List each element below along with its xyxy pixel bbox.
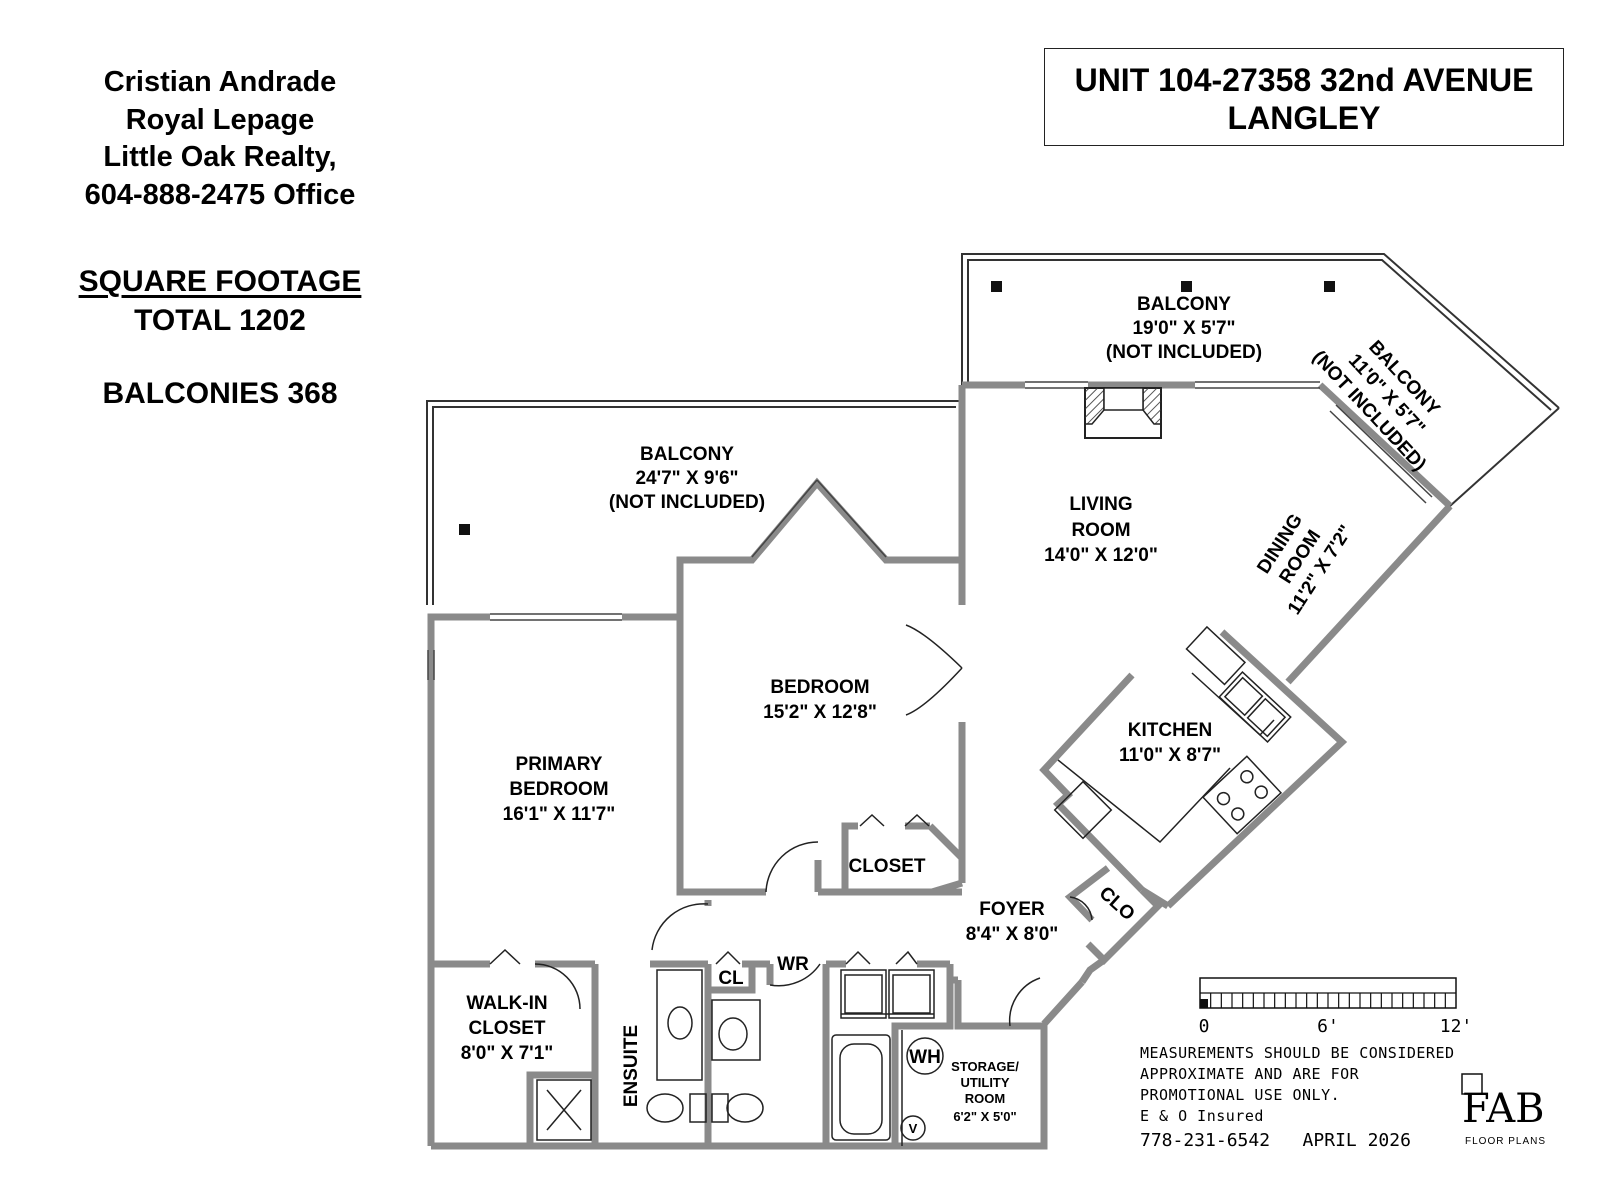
living-room-name-2: ROOM (1071, 520, 1130, 541)
disclaimer-phone-date: 778-231-6542 APRIL 2026 (1140, 1130, 1411, 1151)
living-room-name-1: LIVING (1069, 494, 1132, 515)
storage-name-1: STORAGE/ (951, 1059, 1019, 1074)
closet-name: CLOSET (848, 856, 925, 877)
wh-name: WH (909, 1047, 941, 1068)
clo-label: CLO (1095, 883, 1139, 925)
fixtures (536, 625, 1292, 1146)
address-line-2: LANGLEY (1227, 100, 1381, 136)
primary-bedroom-name-1: PRIMARY (516, 754, 603, 775)
scale-tick-12: 12' (1440, 1016, 1473, 1037)
address-box: UNIT 104-27358 32nd AVENUE LANGLEY (1044, 48, 1564, 146)
ensuite-name: ENSUITE (621, 1025, 642, 1107)
disclaimer-line-3: PROMOTIONAL USE ONLY. (1140, 1086, 1340, 1104)
logo-subtitle: FLOOR PLANS (1465, 1136, 1546, 1147)
bedroom-dims: 15'2" X 12'8" (763, 702, 877, 723)
windows (427, 381, 1433, 680)
storage-dims: 6'2" X 5'0" (953, 1109, 1016, 1124)
primary-bedroom-name-2: BEDROOM (509, 779, 608, 800)
disclaimer-line-1: MEASUREMENTS SHOULD BE CONSIDERED (1140, 1044, 1455, 1062)
square-footage-total: TOTAL 1202 (134, 304, 306, 337)
balcony-left-note: (NOT INCLUDED) (609, 492, 765, 513)
v-name: V (909, 1121, 918, 1136)
agent-info: Cristian Andrade Royal Lepage Little Oak… (40, 64, 400, 214)
bedroom-name: BEDROOM (770, 677, 869, 698)
balcony-posts (459, 281, 1335, 535)
square-footage-heading: SQUARE FOOTAGE (78, 265, 362, 298)
foyer-dims: 8'4" X 8'0" (966, 924, 1059, 945)
disclaimer-line-2: APPROXIMATE AND ARE FOR (1140, 1065, 1360, 1083)
agent-phone: 604-888-2475 Office (84, 178, 356, 211)
storage-name-2: UTILITY (960, 1075, 1009, 1090)
fab-logo: FAB FLOOR PLANS (1461, 1073, 1546, 1147)
fireplace (1084, 387, 1162, 439)
foyer-name: FOYER (979, 899, 1045, 920)
scale-tick-0: 0 (1199, 1016, 1210, 1037)
walk-in-closet-name-1: WALK-IN (466, 993, 547, 1014)
disclaimer: MEASUREMENTS SHOULD BE CONSIDERED APPROX… (1140, 1044, 1455, 1151)
address-line-1: UNIT 104-27358 32nd AVENUE (1074, 62, 1534, 98)
living-room-dims: 14'0" X 12'0" (1044, 545, 1158, 566)
agent-name: Cristian Andrade (103, 66, 337, 98)
brokerage-line-2: Little Oak Realty, (103, 141, 337, 173)
walls (427, 381, 1453, 1150)
brokerage-line-1: Royal Lepage (125, 103, 315, 136)
balcony-left-dims: 24'7" X 9'6" (635, 468, 738, 489)
storage-name-3: ROOM (965, 1091, 1005, 1106)
walk-in-closet-name-2: CLOSET (468, 1018, 545, 1039)
square-footage-summary: SQUARE FOOTAGE TOTAL 1202 BALCONIES 368 (40, 262, 400, 413)
balcony-top-note: (NOT INCLUDED) (1106, 342, 1262, 363)
ensuite-label: ENSUITE (621, 1025, 642, 1107)
clo-name: CLO (1095, 883, 1139, 925)
scale-tick-6: 6' (1317, 1016, 1339, 1037)
balcony-left-name: BALCONY (640, 444, 734, 465)
cl-name: CL (718, 968, 744, 989)
wr-name: WR (777, 954, 809, 975)
primary-bedroom-dims: 16'1" X 11'7" (503, 804, 616, 825)
balcony-railings (426, 253, 1560, 605)
disclaimer-line-4: E & O Insured (1140, 1107, 1264, 1125)
logo-mark: FAB (1462, 1086, 1545, 1132)
balcony-top-dims: 19'0" X 5'7" (1132, 318, 1235, 339)
balconies-total: BALCONIES 368 (102, 377, 338, 410)
balcony-top-name: BALCONY (1137, 294, 1231, 315)
kitchen-dims: 11'0" X 8'7" (1119, 745, 1221, 766)
kitchen-name: KITCHEN (1128, 720, 1212, 741)
walk-in-closet-dims: 8'0" X 7'1" (461, 1043, 554, 1064)
scale-bar: 0 6' 12' (1199, 977, 1473, 1037)
dining-room-label: DINING ROOM 11'2" X 7'2" (1253, 510, 1357, 618)
doors (489, 624, 1093, 1027)
